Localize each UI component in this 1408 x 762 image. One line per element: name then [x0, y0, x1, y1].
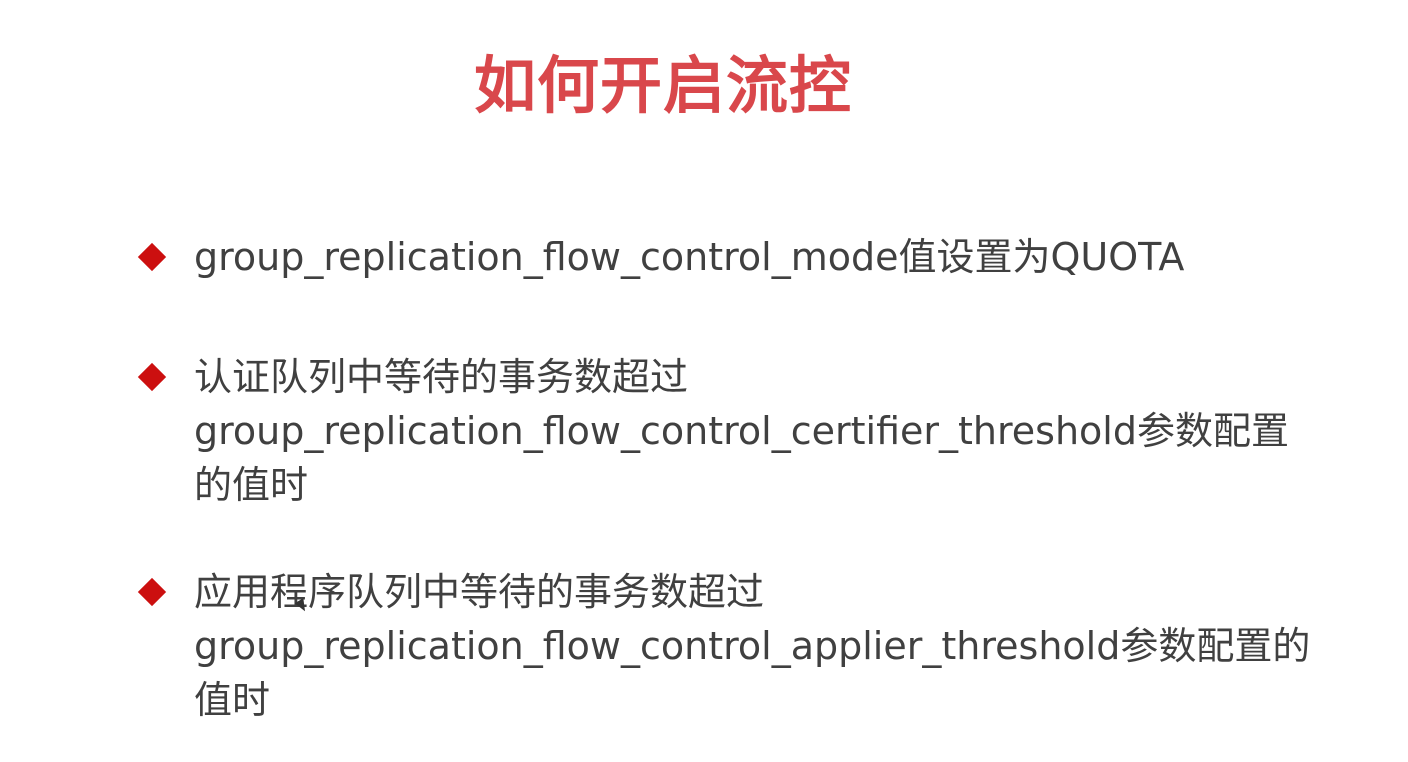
diamond-icon — [137, 362, 167, 392]
slide-title: 如何开启流控 — [474, 49, 853, 122]
bullet-item-flow-control-mode: group_replication_flow_control_mode值设置为Q… — [136, 230, 1406, 284]
bullet-line: group_replication_flow_control_mode值设置为Q… — [194, 235, 1185, 279]
bullet-text: group_replication_flow_control_mode值设置为Q… — [194, 230, 1184, 284]
bullet-line: group_replication_flow_control_certifier… — [194, 409, 1289, 453]
bullet-line: 的值时 — [194, 463, 309, 507]
bullet-line: 应用程序队列中等待的事务数超过 — [194, 570, 765, 614]
bullet-item-certifier-threshold: 认证队列中等待的事务数超过 group_replication_flow_con… — [136, 350, 1406, 512]
diamond-icon — [137, 242, 167, 272]
bullet-line: 认证队列中等待的事务数超过 — [194, 355, 689, 399]
bullet-text: 认证队列中等待的事务数超过 group_replication_flow_con… — [194, 350, 1289, 512]
bullet-line: group_replication_flow_control_applier_t… — [194, 624, 1311, 668]
bullet-line: 值时 — [194, 678, 271, 722]
diamond-icon — [137, 577, 167, 607]
bullet-text: 应用程序队列中等待的事务数超过 group_replication_flow_c… — [194, 565, 1310, 727]
bullet-item-applier-threshold: 应用程序队列中等待的事务数超过 group_replication_flow_c… — [136, 565, 1406, 727]
